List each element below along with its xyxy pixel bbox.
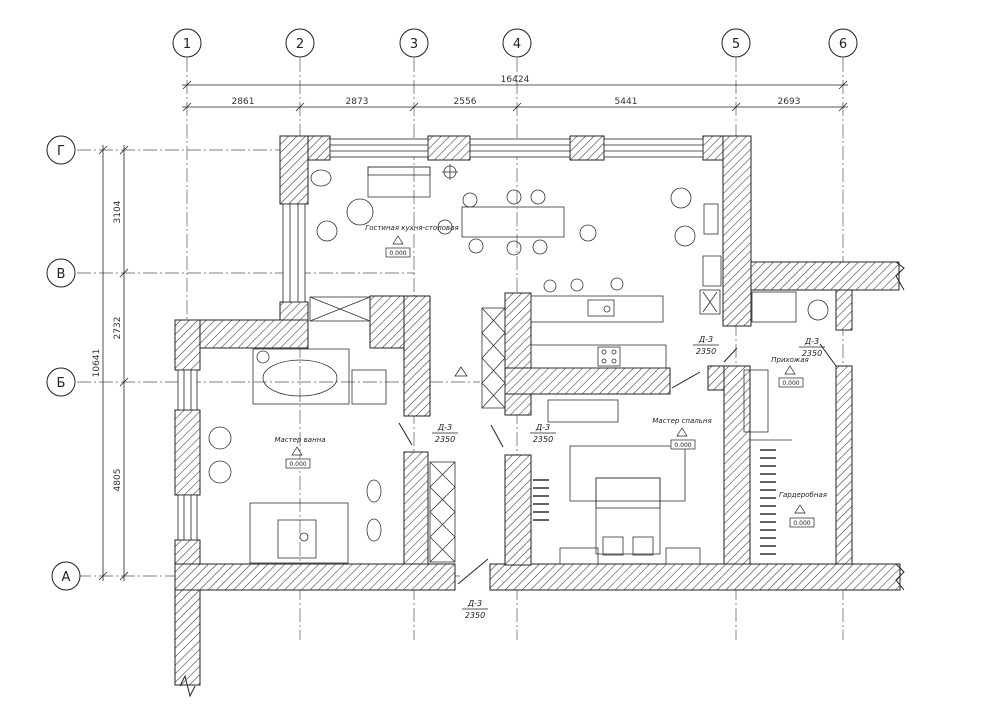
dim-segment: 3104 [113,200,123,223]
door-tag-bath: Д-3 2350 [432,423,458,444]
level-mark-icon [784,365,796,375]
room-master-bath: Мастер ванна 0.000 [274,436,326,469]
room-name: Мастер спальня [652,417,711,425]
axis-bubble-a: А [51,561,81,591]
axis-label: 1 [183,37,191,52]
level-mark-icon [676,427,688,437]
axis-bubble-3: 3 [399,28,429,58]
door-height: 2350 [435,435,455,444]
axis-bubbles-horizontal: Г В Б А [46,135,81,591]
dim-segment: 2556 [454,97,477,107]
axis-bubble-4: 4 [502,28,532,58]
axis-label: 3 [410,37,418,52]
room-level: 0.000 [793,520,810,527]
level-mark-icon [291,446,303,456]
door-type: Д-3 [804,337,819,346]
dim-segment: 2873 [346,97,369,107]
room-level: 0.000 [389,250,406,257]
axis-label: 4 [513,37,521,52]
windows [177,138,704,541]
door-tag-hall: Д-3 2350 [799,337,825,358]
dim-segment: 2732 [113,317,123,340]
room-name: Гардеробная [779,491,827,499]
room-hallway: Прихожая 0.000 [771,356,809,388]
dim-segment: 5441 [615,97,638,107]
axis-bubble-v: В [46,258,76,288]
dim-overall-height: 10641 [92,349,102,378]
door-height: 2350 [802,349,822,358]
room-name: Мастер ванна [274,436,325,444]
door-type: Д-3 [467,599,482,608]
axis-bubble-1: 1 [172,28,202,58]
door-type: Д-3 [535,423,550,432]
door-swings [398,343,837,585]
room-wardrobe: Гардеробная 0.000 [779,491,827,528]
dim-overall-width: 16424 [501,75,530,85]
dim-segment: 2693 [778,97,801,107]
door-type: Д-3 [437,423,452,432]
room-living: Гостиная кухня-столовая 0.000 [365,224,459,258]
room-master-bedroom: Мастер спальня 0.000 [652,417,712,450]
walls [174,135,901,686]
dim-segment: 4805 [113,469,123,492]
axis-label: Б [57,376,66,391]
dimension-horizontal [182,80,848,112]
level-mark-icon [454,366,468,377]
level-mark-icon [392,235,404,245]
axis-bubble-2: 2 [285,28,315,58]
axis-bubble-g: Г [46,135,76,165]
room-level: 0.000 [674,442,691,449]
break-marks [179,261,905,698]
furniture [208,164,829,565]
axis-label: Г [57,144,65,159]
door-height: 2350 [533,435,553,444]
door-height: 2350 [696,347,716,356]
door-tag-bedroom: Д-3 2350 [530,423,556,444]
axis-bubble-b: Б [46,367,76,397]
axis-bubble-5: 5 [721,28,751,58]
dim-segment: 2861 [232,97,255,107]
door-tag-corridor: Д-3 2350 [693,335,719,356]
axis-label: В [57,267,66,282]
axis-label: 5 [732,37,740,52]
level-mark-icon [794,504,806,514]
room-level: 0.000 [782,380,799,387]
axis-bubble-6: 6 [828,28,858,58]
axis-bubbles-vertical: 1 2 3 4 5 6 [172,28,858,58]
axis-label: 6 [839,37,847,52]
room-name: Гостиная кухня-столовая [365,224,458,232]
door-tag-entrance: Д-3 2350 [462,599,488,620]
wardrobe-hangers [533,449,776,555]
dimension-vertical [98,145,129,581]
axis-label: 2 [296,37,304,52]
axis-label: А [62,570,71,585]
door-type: Д-3 [698,335,713,344]
room-level: 0.000 [289,461,306,468]
room-name: Прихожая [771,356,809,364]
door-height: 2350 [465,611,485,620]
